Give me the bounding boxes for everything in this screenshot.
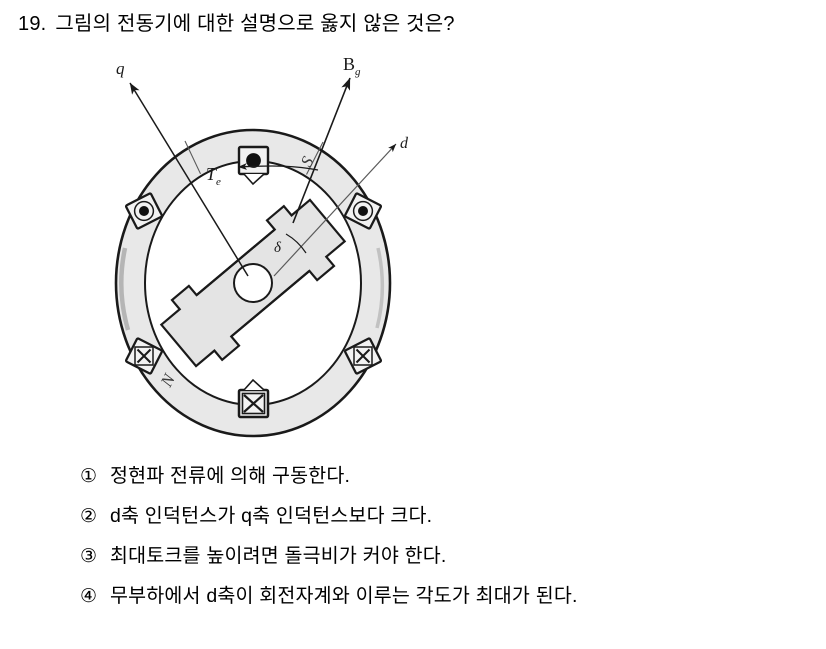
- option-2-marker: ②: [80, 506, 98, 527]
- rotor-shaft: [233, 263, 273, 303]
- stator-slot-upper-left: [124, 192, 164, 230]
- load-angle-arc: [285, 233, 307, 254]
- option-4-text: 무부하에서 d축이 회전자계와 이루는 각도가 최대가 된다.: [110, 585, 578, 607]
- label-q-axis: q: [116, 59, 125, 78]
- label-airgap-flux: Bg: [343, 54, 361, 78]
- option-1[interactable]: ① 정현파 전류에 의해 구동한다.: [80, 460, 810, 493]
- option-2-text: d축 인덕턴스가 q축 인덕턴스보다 크다.: [110, 505, 433, 527]
- label-d-axis: d: [400, 135, 409, 152]
- torque-arrow: [237, 163, 319, 171]
- option-3-marker: ③: [80, 546, 98, 567]
- option-3[interactable]: ③ 최대토크를 높이려면 돌극비가 커야 한다.: [80, 540, 810, 573]
- stator-slot-lower-right: [343, 337, 383, 375]
- option-4-marker: ④: [80, 586, 98, 607]
- motor-diagram: q Bg d Te δ S N: [78, 48, 428, 438]
- answer-options: ① 정현파 전류에 의해 구동한다. ② d축 인덕턴스가 q축 인덕턴스보다 …: [80, 460, 810, 620]
- question-text: 그림의 전동기에 대한 설명으로 옳지 않은 것은?: [55, 13, 455, 35]
- option-1-marker: ①: [80, 466, 98, 487]
- option-2[interactable]: ② d축 인덕턴스가 q축 인덕턴스보다 크다.: [80, 500, 810, 533]
- stator-slot-bottom: [237, 378, 270, 419]
- option-1-text: 정현파 전류에 의해 구동한다.: [110, 465, 351, 487]
- q-axis-arrow: [129, 82, 249, 277]
- question-number: 19.: [18, 13, 47, 35]
- option-4[interactable]: ④ 무부하에서 d축이 회전자계와 이루는 각도가 최대가 된다.: [80, 580, 810, 613]
- label-load-angle: δ: [274, 240, 282, 256]
- label-torque: Te: [206, 164, 221, 188]
- option-3-text: 최대토크를 높이려면 돌극비가 커야 한다.: [110, 545, 447, 567]
- airgap-flux-arrow: [292, 77, 351, 224]
- page-title: 19. 그림의 전동기에 대한 설명으로 옳지 않은 것은?: [18, 10, 455, 38]
- d-axis-arrow: [273, 143, 397, 277]
- stator-slot-lower-left: [124, 337, 164, 375]
- stator-slot-upper-right: [343, 192, 383, 230]
